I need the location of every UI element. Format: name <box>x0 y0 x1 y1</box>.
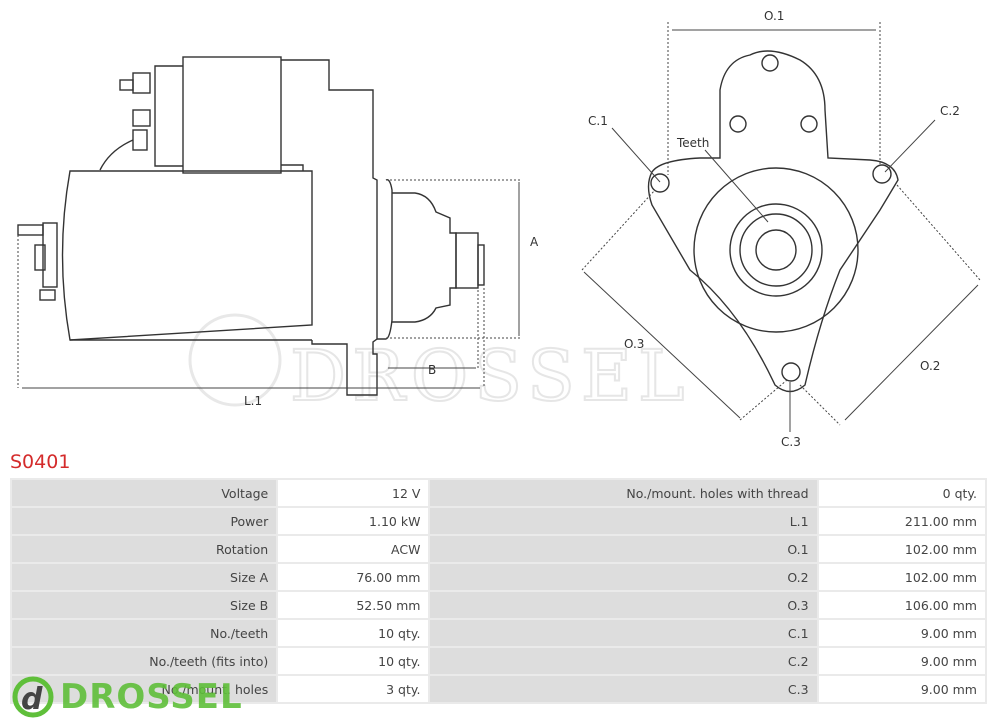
spec-label: L.1 <box>430 508 817 534</box>
spec-label: No./mount. holes with thread <box>430 480 817 506</box>
spec-value: 9.00 mm <box>818 620 985 646</box>
product-code: S0401 <box>10 451 71 473</box>
logo-icon: d <box>12 676 54 718</box>
spec-label: C.1 <box>430 620 817 646</box>
spec-label: Size B <box>12 592 277 618</box>
side-view: L.1 B A <box>17 56 539 408</box>
technical-drawing: DROSSEL L.1 B A O.1 O.2 O.3 <box>17 9 981 449</box>
dim-label-c3: C.3 <box>781 435 801 449</box>
dim-label-a: A <box>530 235 539 249</box>
spec-value: 106.00 mm <box>818 592 985 618</box>
spec-value: 0 qty. <box>818 480 985 506</box>
spec-value: 3 qty. <box>278 676 429 702</box>
spec-label: Power <box>12 508 277 534</box>
spec-label: O.1 <box>430 536 817 562</box>
teeth-label: Teeth <box>676 136 709 150</box>
dim-label-o3: O.3 <box>624 337 644 351</box>
dim-label-c2: C.2 <box>940 104 960 118</box>
spec-label: Voltage <box>12 480 277 506</box>
spec-value: 10 qty. <box>278 648 429 674</box>
spec-label: No./teeth <box>12 620 277 646</box>
svg-text:d: d <box>21 682 43 717</box>
spec-value: 9.00 mm <box>818 648 985 674</box>
spec-label: Size A <box>12 564 277 590</box>
spec-label: C.3 <box>430 676 817 702</box>
spec-value: 9.00 mm <box>818 676 985 702</box>
spec-label: C.2 <box>430 648 817 674</box>
watermark-text: DROSSEL <box>290 335 690 417</box>
spec-value: 1.10 kW <box>278 508 429 534</box>
dim-label-c1: C.1 <box>588 114 608 128</box>
spec-value: 102.00 mm <box>818 564 985 590</box>
watermark: DROSSEL <box>188 313 690 418</box>
spec-value: 102.00 mm <box>818 536 985 562</box>
spec-value: 211.00 mm <box>818 508 985 534</box>
spec-label: No./mount. holes <box>12 676 277 702</box>
drossel-logo: d DROSSEL <box>12 676 243 718</box>
spec-label: Rotation <box>12 536 277 562</box>
spec-label: O.2 <box>430 564 817 590</box>
dim-label-l1: L.1 <box>244 394 262 408</box>
dim-label-b: B <box>428 363 436 377</box>
dim-label-o1: O.1 <box>764 9 784 23</box>
spec-value: 52.50 mm <box>278 592 429 618</box>
spec-label: No./teeth (fits into) <box>12 648 277 674</box>
spec-value: 76.00 mm <box>278 564 429 590</box>
front-view: O.1 O.2 O.3 C.1 C.2 C.3 Teeth <box>581 9 981 449</box>
spec-value: 10 qty. <box>278 620 429 646</box>
spec-label: O.3 <box>430 592 817 618</box>
spec-value: 12 V <box>278 480 429 506</box>
dim-label-o2: O.2 <box>920 359 940 373</box>
logo-text: DROSSEL <box>60 677 243 717</box>
spec-value: ACW <box>278 536 429 562</box>
